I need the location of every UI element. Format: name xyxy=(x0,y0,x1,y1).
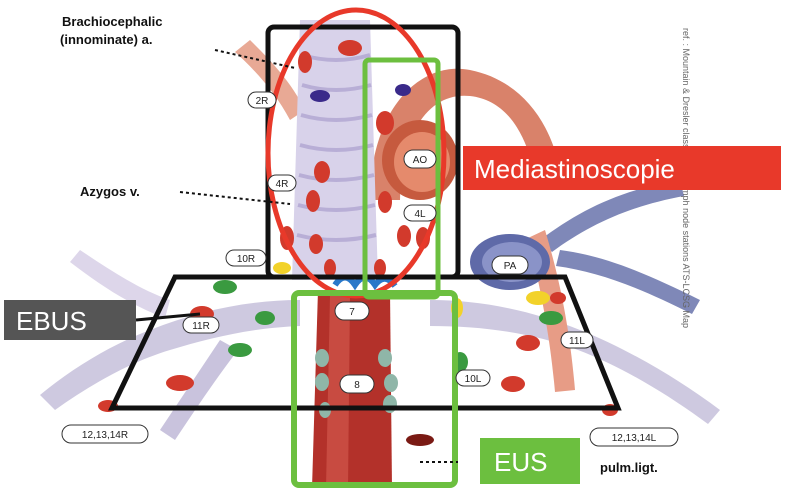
lymph-node-green xyxy=(228,343,252,357)
lymph-node-red xyxy=(374,259,386,277)
lymph-node-red xyxy=(376,111,394,135)
station-7-label: 7 xyxy=(349,307,355,318)
lymph-node-red xyxy=(516,335,540,351)
station-12l-label: 12,13,14L xyxy=(612,433,657,444)
lymph-node-red xyxy=(306,190,320,212)
azygos-label: Azygos v. xyxy=(80,184,140,199)
lymph-node-red xyxy=(166,375,194,391)
brachiocephalic-label-line2: (innominate) a. xyxy=(60,32,152,47)
left-bronchial-tree xyxy=(430,300,720,424)
lymph-node-subcarinal xyxy=(315,349,329,367)
lymph-node-red xyxy=(298,51,312,73)
lymph-node-subcarinal xyxy=(378,349,392,367)
lymph-node-purple xyxy=(395,84,411,96)
station-10r-label: 10R xyxy=(237,254,255,265)
brachiocephalic-label-line1: Brachiocephalic xyxy=(62,14,162,29)
mediastinoscopie-label: Mediastinoscopie xyxy=(474,154,675,184)
anatomy-background xyxy=(40,20,720,488)
pulm-ligt-label: pulm.ligt. xyxy=(600,460,658,475)
lymph-node-yellow xyxy=(273,262,291,274)
lymph-node-red xyxy=(338,40,362,56)
lymph-node-red xyxy=(550,292,566,304)
pulmonary-artery-label: PA xyxy=(504,261,517,272)
station-11r-label: 11R xyxy=(192,321,210,332)
lymph-node-red xyxy=(501,376,525,392)
lymph-node-red xyxy=(309,234,323,254)
ebus-label: EBUS xyxy=(16,306,87,336)
lymph-node-green xyxy=(539,311,563,325)
station-11l-label: 11L xyxy=(569,336,585,347)
lymph-node-red xyxy=(406,434,434,446)
lymph-node-red xyxy=(314,161,330,183)
lymph-node-yellow xyxy=(526,291,550,305)
lymph-node-green xyxy=(213,280,237,294)
eus-label: EUS xyxy=(494,447,547,477)
station-8-label: 8 xyxy=(354,380,360,391)
aorta-label: AO xyxy=(413,155,428,166)
right-lower-branch xyxy=(160,340,238,440)
lymph-node-purple xyxy=(310,90,330,102)
left-upper-vessel xyxy=(540,180,684,252)
station-12r-label: 12,13,14R xyxy=(82,430,128,441)
lymph-node-red xyxy=(324,259,336,277)
lymph-node-subcarinal xyxy=(315,373,329,391)
lymph-node-red xyxy=(378,191,392,213)
station-4l-label: 4L xyxy=(414,209,426,220)
station-4r-label: 4R xyxy=(276,179,289,190)
station-2r-label: 2R xyxy=(256,96,269,107)
station-10l-label: 10L xyxy=(465,374,482,385)
lymph-node-green xyxy=(255,311,275,325)
lymph-node-red xyxy=(397,225,411,247)
lymph-node-subcarinal xyxy=(384,374,398,392)
